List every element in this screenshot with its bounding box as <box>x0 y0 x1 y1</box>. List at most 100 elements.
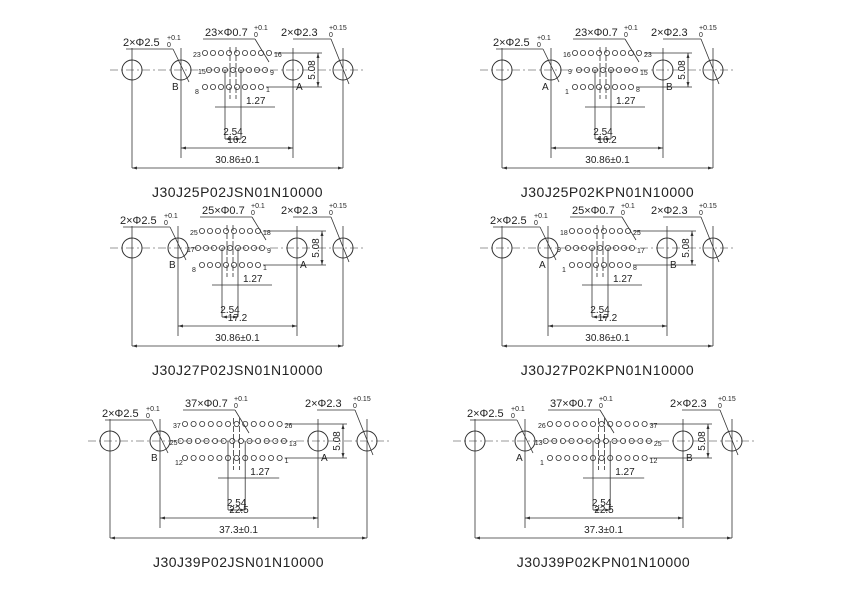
row-label-top-right: 25 <box>633 230 641 237</box>
mount-hole-left-outer <box>491 237 513 259</box>
pin-hole <box>589 420 596 427</box>
pin-hole <box>641 454 648 461</box>
inner-dimension-arrow-right <box>313 516 318 520</box>
pin-hole <box>238 261 245 268</box>
row-label-top-right: 37 <box>650 423 658 430</box>
pin-hole <box>579 84 586 91</box>
pin-callout-tol-upper: +0.1 <box>251 203 265 210</box>
row-label-mid-left: 17 <box>187 247 195 254</box>
pin-hole <box>203 437 210 444</box>
pin-callout-tol-upper: +0.1 <box>599 396 613 403</box>
mount-left-leader <box>539 226 557 261</box>
hole-marker-right: A <box>296 82 303 93</box>
pin-hole <box>616 261 623 268</box>
pin-hole <box>641 420 648 427</box>
inner-dimension-label: 22.5 <box>594 505 614 516</box>
mount-hole-left-inner <box>149 430 171 452</box>
row-label-mid-right: 13 <box>289 441 297 448</box>
pin-hole <box>206 261 213 268</box>
part-number-caption: J30J27P02KPN01N10000 <box>520 362 695 378</box>
pin-hole <box>220 437 227 444</box>
pin-hole <box>198 227 205 234</box>
pin-hole <box>190 420 197 427</box>
pin-hole <box>583 67 590 74</box>
mount-right-leader <box>354 409 374 456</box>
row-label-bot-left: 1 <box>540 460 544 467</box>
pin-hole <box>637 437 644 444</box>
pin-hole <box>587 50 594 57</box>
row-label-top-left: 26 <box>538 423 546 430</box>
pin-hole <box>632 420 639 427</box>
mount-hole-right-inner <box>282 59 304 81</box>
pin-hole <box>207 454 214 461</box>
outer-dimension-label: 30.86±0.1 <box>585 333 630 344</box>
row-label-bot-right: 1 <box>285 458 289 465</box>
pin-hole <box>229 67 236 74</box>
pin-hole <box>199 420 206 427</box>
mount-right-callout-tol-lower: 0 <box>699 32 703 39</box>
pin-hole <box>564 454 571 461</box>
pin-hole <box>230 261 237 268</box>
height-dimension-arrow-bottom <box>316 82 320 87</box>
row-pitch-dimension-arrow-left <box>595 137 600 141</box>
height-dimension-arrow-top <box>686 53 690 58</box>
pin-hole <box>624 261 631 268</box>
outer-dimension-arrow-right <box>727 536 732 540</box>
row-pitch-dimension-arrow-right <box>605 508 611 512</box>
pin-hole <box>257 84 264 91</box>
pin-hole <box>624 454 631 461</box>
row-label-mid-right: 9 <box>270 70 274 77</box>
row-label-mid-right: 17 <box>637 248 645 255</box>
pitch-dimension-label: 1.27 <box>613 274 633 285</box>
row-label-mid-left: 25 <box>170 440 178 447</box>
outer-dimension-arrow-left <box>132 166 137 170</box>
row-pitch-dimension-arrow-right <box>240 508 246 512</box>
pin-callout-tol-lower: 0 <box>234 403 238 410</box>
mount-left-callout: 2×Φ2.5 <box>120 215 157 227</box>
pin-hole <box>619 50 626 57</box>
pin-hole <box>546 454 553 461</box>
row-label-mid-left: 9 <box>557 247 561 254</box>
pin-hole <box>575 67 582 74</box>
pin-hole <box>209 50 216 57</box>
row-label-bot-left: 1 <box>565 89 569 96</box>
pin-hole <box>598 420 605 427</box>
mount-right-callout-tol-lower: 0 <box>329 210 333 217</box>
pin-hole <box>205 67 212 74</box>
pin-hole <box>555 420 562 427</box>
mount-hole-left-outer <box>491 59 513 81</box>
mount-left-leader <box>542 48 560 83</box>
pin-hole <box>568 437 575 444</box>
row-label-top-left: 18 <box>560 230 568 237</box>
pin-hole <box>572 454 579 461</box>
mount-right-callout-tol-upper: +0.15 <box>329 25 347 32</box>
pin-hole <box>217 84 224 91</box>
part-number-caption: J30J25P02KPN01N10000 <box>520 184 695 200</box>
pin-hole <box>627 84 634 91</box>
pin-callout: 37×Φ0.7 <box>185 398 228 410</box>
outer-dimension-arrow-right <box>362 536 367 540</box>
mount-left-callout-tol-upper: +0.1 <box>534 213 548 220</box>
pin-callout: 25×Φ0.7 <box>572 205 615 217</box>
mount-right-callout: 2×Φ2.3 <box>670 398 707 410</box>
pin-hole <box>217 50 224 57</box>
mount-left-leader <box>516 419 534 454</box>
height-dimension-arrow-bottom <box>706 453 710 458</box>
pin-hole <box>259 454 266 461</box>
pin-hole <box>612 244 619 251</box>
height-dimension-arrow-top <box>316 53 320 58</box>
pin-hole <box>246 437 253 444</box>
row-label-top-left: 23 <box>193 52 201 59</box>
row-label-top-left: 25 <box>190 230 198 237</box>
pitch-dimension-label: 1.27 <box>243 274 263 285</box>
pin-hole <box>564 420 571 427</box>
pin-hole <box>237 437 244 444</box>
pin-callout-tol-lower: 0 <box>624 32 628 39</box>
row-pitch-dimension-arrow-left <box>222 315 227 319</box>
inner-dimension-label: 17.2 <box>598 313 618 324</box>
pin-hole <box>233 50 240 57</box>
